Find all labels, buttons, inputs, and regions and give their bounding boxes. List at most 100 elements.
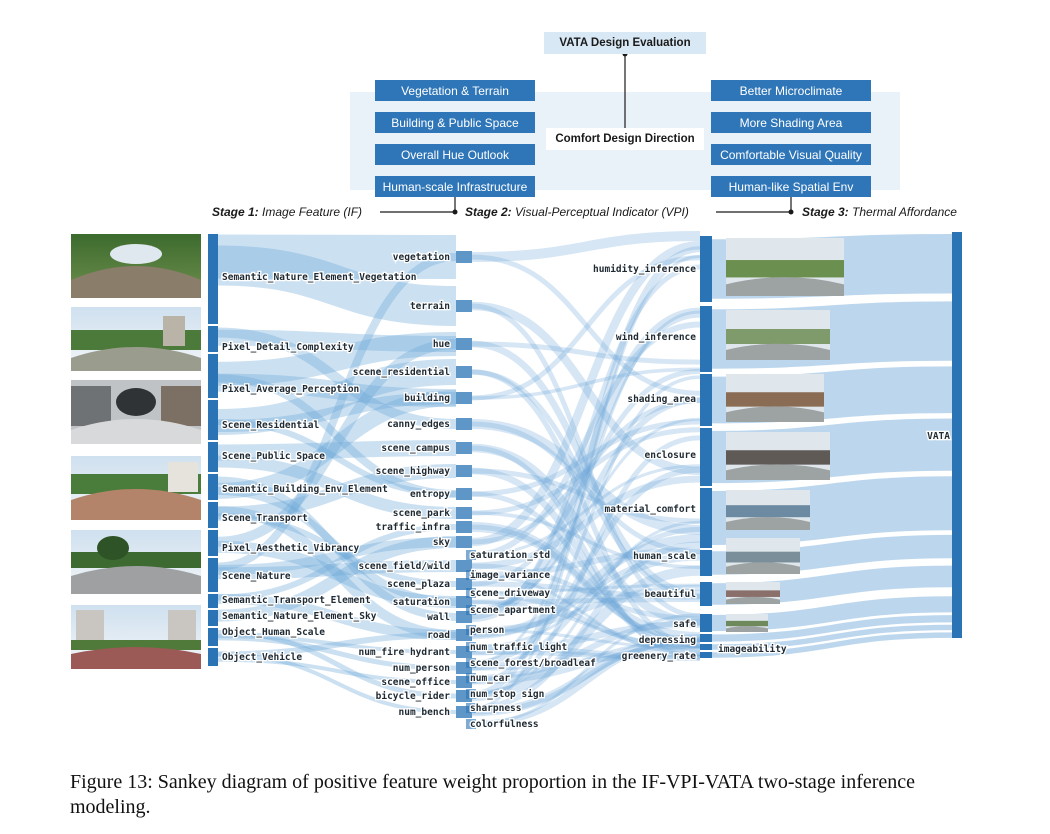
flow-band	[471, 435, 701, 699]
if-label: Object_Human_Scale	[222, 627, 325, 638]
if-label: Scene_Nature	[222, 571, 291, 582]
flow-band	[217, 513, 457, 587]
flow-band	[471, 397, 701, 613]
flow-band	[471, 581, 701, 600]
feature-label: traffic_infra	[376, 522, 451, 533]
feature-label: scene_park	[393, 508, 450, 519]
flow-band	[471, 369, 701, 648]
flow-band	[217, 419, 457, 497]
photo-green	[726, 620, 768, 627]
flow-band	[471, 583, 701, 595]
vpi-photo	[726, 310, 830, 360]
feature-label: image_variance	[470, 570, 550, 581]
photo-ground	[726, 562, 800, 574]
flow-band	[471, 368, 701, 587]
flow-band	[217, 560, 457, 580]
vpi-photo	[726, 582, 780, 604]
flow-band	[471, 644, 701, 685]
flow-band	[217, 245, 457, 326]
feature-label: saturation_std	[470, 550, 550, 561]
flow-band	[471, 307, 701, 622]
if-label: Scene_Residential	[222, 420, 320, 431]
if-node-bar	[208, 326, 218, 352]
if-node-bar	[208, 610, 218, 626]
flow-band	[711, 624, 953, 650]
feature-label: num_traffic light	[470, 642, 567, 653]
vpi-label: wind_inference	[616, 332, 696, 343]
thumbnail-5	[71, 530, 201, 594]
flow-band	[217, 506, 457, 640]
feature-node-bar	[466, 625, 476, 635]
feature-node-bar	[456, 251, 472, 263]
left-box-building: Building & Public Space	[375, 112, 535, 133]
right-box-visual-quality: Comfortable Visual Quality	[711, 144, 871, 165]
flow-band	[217, 476, 457, 621]
vpi-label: greenery_rate	[622, 651, 697, 662]
vpi-label: shading_area	[627, 394, 696, 405]
framework-connectors	[380, 51, 794, 215]
if-node-bar	[208, 648, 218, 666]
photo-ground	[726, 464, 830, 480]
stage2-label: Stage 2: Visual-Perceptual Indicator (VP…	[465, 205, 689, 219]
flow-band	[471, 547, 701, 578]
flow-band	[217, 464, 457, 521]
flow-band	[471, 600, 701, 648]
feature-label: building	[404, 393, 450, 404]
photo-green	[726, 392, 824, 407]
flow-band	[471, 369, 701, 599]
if-label: Pixel_Average_Perception	[222, 384, 359, 395]
if-label: Pixel_Aesthetic_Vibrancy	[222, 543, 360, 554]
if-node-bar	[208, 234, 218, 324]
flow-band	[471, 310, 701, 665]
flow-band	[471, 375, 701, 684]
vpi-photo	[726, 432, 830, 480]
evaluation-box: VATA Design Evaluation	[544, 32, 706, 54]
feature-label: sky	[433, 537, 450, 548]
stage-dot-1	[452, 209, 458, 215]
flow-band	[217, 593, 457, 640]
flow-band	[471, 522, 701, 643]
stage-dot-2	[788, 209, 794, 215]
feature-label: scene_highway	[376, 466, 451, 477]
photo-ground	[726, 596, 780, 604]
flow-band	[217, 536, 457, 622]
flow-band	[471, 417, 701, 612]
flow-band	[217, 359, 457, 435]
photo-ground	[726, 406, 824, 422]
flow-band	[471, 246, 701, 697]
flow-band	[471, 264, 701, 620]
flow-band	[471, 541, 701, 711]
vata-node-bar	[952, 232, 962, 638]
if-label: Semantic_Nature_Element_Sky	[222, 611, 377, 622]
feature-label: scene_campus	[381, 443, 450, 454]
left-box-human-scale: Human-scale Infrastructure	[375, 176, 535, 197]
vpi-label: enclosure	[645, 450, 697, 461]
feature-label: colorfulness	[470, 719, 539, 730]
feature-node-bar	[456, 507, 472, 519]
feature-node-bar	[466, 689, 476, 699]
feature-node-bar	[456, 300, 472, 312]
feature-label: num_person	[393, 663, 450, 674]
flow-band	[471, 445, 701, 660]
flow-band	[217, 332, 457, 386]
flow-band	[217, 440, 457, 461]
vpi-label: material_comfort	[604, 504, 696, 515]
flow-band	[217, 524, 457, 601]
vpi-photo	[726, 614, 768, 632]
left-box-hue: Overall Hue Outlook	[375, 144, 535, 165]
flow-band	[471, 466, 701, 666]
flow-band	[711, 632, 953, 658]
flow-band	[217, 327, 457, 429]
vpi-node-bar	[700, 582, 712, 606]
feature-label: scene_driveway	[470, 588, 550, 599]
flow-band	[471, 534, 701, 640]
if-label: Pixel_Detail_Complexity	[222, 342, 354, 353]
flow-band	[471, 464, 701, 557]
flow-band	[471, 638, 701, 715]
feature-node-bar	[466, 658, 476, 668]
vpi-label: depressing	[639, 635, 696, 646]
feature-label: num_stop sign	[470, 689, 544, 700]
flow-band	[471, 254, 701, 396]
if-label: Scene_Transport	[222, 513, 308, 524]
flow-band	[471, 467, 701, 657]
